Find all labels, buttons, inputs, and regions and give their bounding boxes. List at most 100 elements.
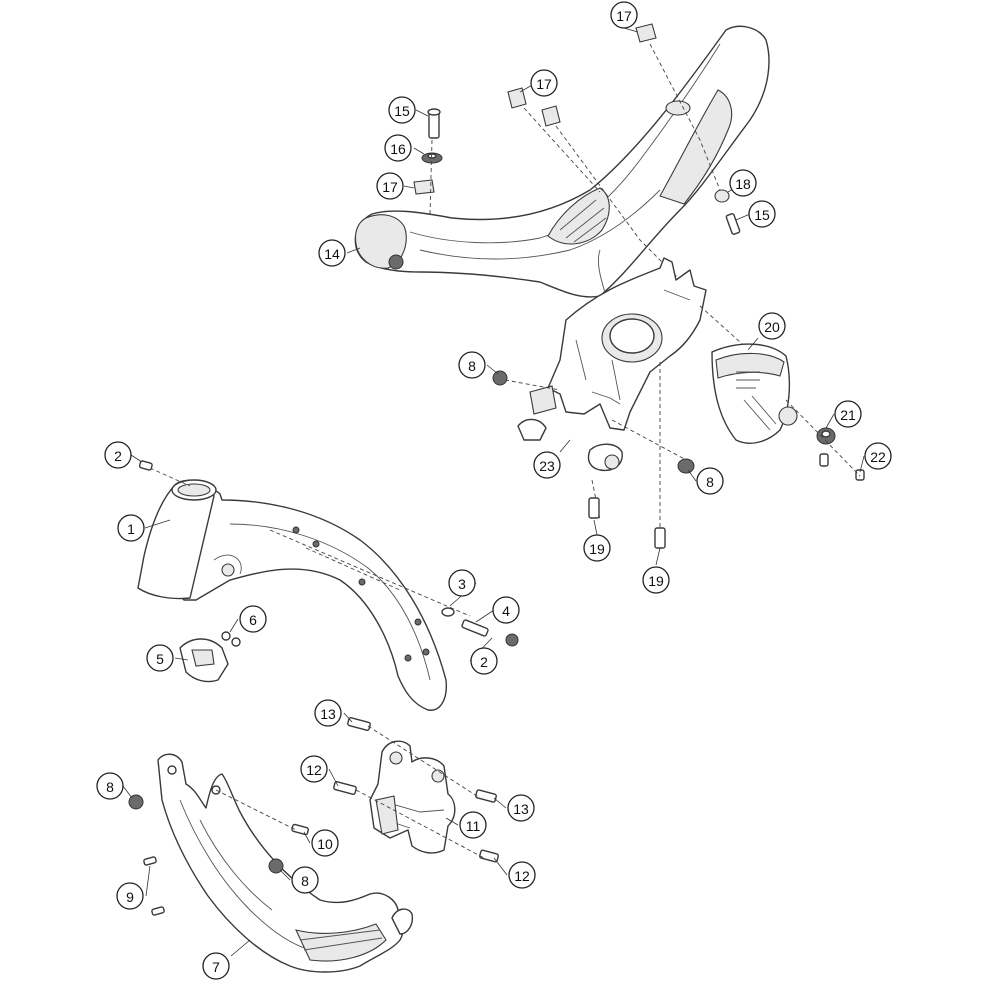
bracket-fasteners <box>492 370 695 549</box>
callout-label: 8 <box>106 779 114 795</box>
callout-circle <box>388 96 416 124</box>
callout-label: 18 <box>735 176 751 192</box>
callout-circle <box>758 312 786 340</box>
callout-8: 8 <box>458 351 486 379</box>
callout-label: 7 <box>212 959 220 975</box>
callout-11: 11 <box>459 811 487 839</box>
callout-label: 15 <box>394 103 410 119</box>
callout-circle <box>239 605 267 633</box>
callout-circle <box>96 772 124 800</box>
callout-9: 9 <box>116 882 144 910</box>
callout-19: 19 <box>642 566 670 594</box>
callout-label: 1 <box>127 521 135 537</box>
callout-circle <box>376 172 404 200</box>
skid-plate-fasteners <box>128 789 310 916</box>
callout-label: 17 <box>616 8 632 24</box>
callout-circle <box>748 200 776 228</box>
callout-14: 14 <box>318 239 346 267</box>
callout-circle <box>146 644 174 672</box>
callout-8: 8 <box>96 772 124 800</box>
callout-label: 8 <box>706 474 714 490</box>
frame-fasteners <box>138 460 519 683</box>
callout-circle <box>458 351 486 379</box>
callout-label: 9 <box>126 889 134 905</box>
callout-label: 5 <box>156 651 164 667</box>
callout-20: 20 <box>758 312 786 340</box>
callout-label: 19 <box>589 541 605 557</box>
callout-label: 6 <box>249 612 257 628</box>
main-frame <box>137 467 471 711</box>
callout-21: 21 <box>834 400 862 428</box>
callout-label: 2 <box>480 654 488 670</box>
callout-15: 15 <box>748 200 776 228</box>
callout-1: 1 <box>117 514 145 542</box>
callout-label: 12 <box>306 762 322 778</box>
callout-circle <box>508 861 536 889</box>
callout-6: 6 <box>239 605 267 633</box>
tank-bracket <box>504 257 761 530</box>
callout-label: 17 <box>536 76 552 92</box>
callout-circle <box>530 69 558 97</box>
callout-circle <box>583 534 611 562</box>
callout-8: 8 <box>291 866 319 894</box>
callout-layer: 12 23 4 5 6 7 8 8 8 8 9 10 11 12 1 21 3 13 14 15 15 16 17 17 17 1… <box>96 1 892 980</box>
callout-label: 4 <box>502 603 510 619</box>
callout-2: 2 <box>470 647 498 675</box>
callout-10: 10 <box>311 829 339 857</box>
callout-12: 12 <box>508 861 536 889</box>
callout-22: 22 <box>864 442 892 470</box>
callout-label: 15 <box>754 207 770 223</box>
callout-label: 2 <box>114 448 122 464</box>
callout-circle <box>116 882 144 910</box>
callout-4: 4 <box>492 596 520 624</box>
callout-18: 18 <box>729 169 757 197</box>
callout-circle <box>533 451 561 479</box>
callout-label: 17 <box>382 179 398 195</box>
callout-17: 17 <box>376 172 404 200</box>
callout-circle <box>318 239 346 267</box>
callout-circle <box>202 952 230 980</box>
callout-circle <box>834 400 862 428</box>
callout-label: 19 <box>648 573 664 589</box>
callout-13: 13 <box>507 794 535 822</box>
rear-cover <box>711 343 865 481</box>
callout-circle <box>300 755 328 783</box>
callout-circle <box>610 1 638 29</box>
callout-7: 7 <box>202 952 230 980</box>
callout-circle <box>117 514 145 542</box>
callout-16: 16 <box>384 134 412 162</box>
callout-label: 23 <box>539 458 555 474</box>
skid-plate <box>157 753 414 973</box>
callout-circle <box>492 596 520 624</box>
callout-8: 8 <box>696 467 724 495</box>
callout-label: 16 <box>390 141 406 157</box>
callout-label: 3 <box>458 576 466 592</box>
engine-mount-bracket <box>333 717 499 863</box>
callout-label: 13 <box>513 801 529 817</box>
callout-23: 23 <box>533 451 561 479</box>
callout-circle <box>384 134 412 162</box>
callout-circle <box>104 441 132 469</box>
subframe <box>354 25 770 298</box>
callout-circle <box>291 866 319 894</box>
callout-circle <box>729 169 757 197</box>
callout-label: 21 <box>840 407 856 423</box>
callout-label: 8 <box>468 358 476 374</box>
callout-circle <box>448 569 476 597</box>
callout-circle <box>314 699 342 727</box>
callout-label: 11 <box>466 818 481 834</box>
callout-circle <box>696 467 724 495</box>
callout-19: 19 <box>583 534 611 562</box>
callout-circle <box>642 566 670 594</box>
callout-17: 17 <box>610 1 638 29</box>
callout-label: 22 <box>870 449 886 465</box>
callout-12: 12 <box>300 755 328 783</box>
callout-label: 12 <box>514 868 530 884</box>
callout-label: 10 <box>317 836 333 852</box>
callout-circle <box>311 829 339 857</box>
callout-label: 8 <box>301 873 309 889</box>
callout-5: 5 <box>146 644 174 672</box>
callout-3: 3 <box>448 569 476 597</box>
